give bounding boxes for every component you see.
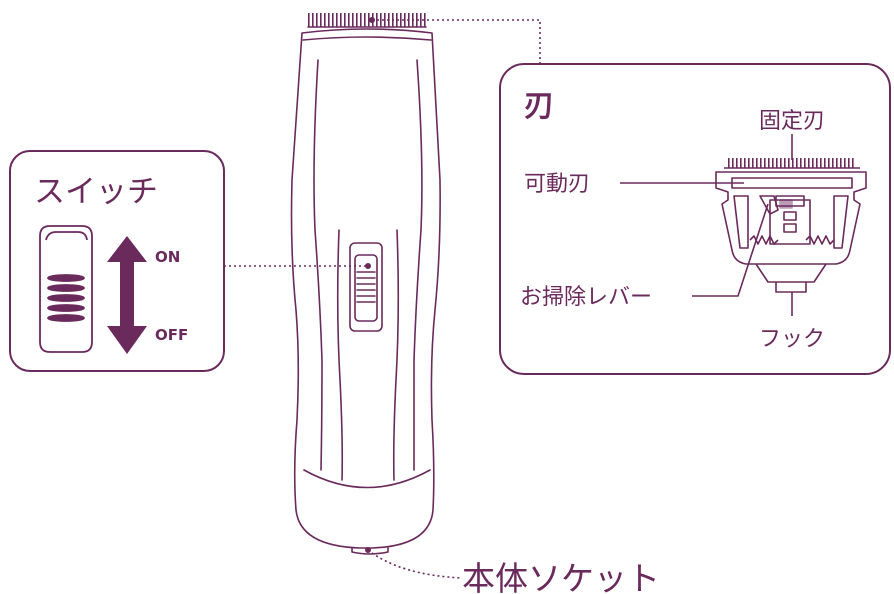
movable-blade-label: 可動刃	[524, 172, 590, 197]
blade-callout-title: 刃	[524, 89, 554, 124]
cleaning-lever-label: お掃除レバー	[520, 285, 652, 310]
socket-connector	[367, 549, 463, 579]
blade-leaders	[620, 134, 793, 316]
switch-callout-title: スイッチ	[34, 174, 158, 210]
body-socket-label: 本体ソケット	[462, 559, 660, 594]
blade-callout: 刃	[499, 63, 891, 375]
body-outline	[290, 28, 441, 549]
connectors	[224, 17, 541, 579]
blade-head-drawing	[715, 158, 867, 293]
on-label: ON	[155, 248, 180, 266]
cleaning-lever-leader	[692, 203, 769, 297]
inner-right-contour	[413, 59, 423, 471]
off-label: OFF	[155, 326, 188, 344]
blade-callout-box	[499, 63, 891, 375]
fixed-blade-label: 固定刃	[759, 109, 825, 134]
socket-outline	[351, 547, 389, 555]
lower-curve	[303, 469, 431, 489]
switch-connector-dot	[365, 263, 371, 269]
trimmer-body	[290, 13, 441, 555]
switch-drawing	[39, 225, 93, 353]
hook-label: フック	[759, 327, 825, 352]
on-off-arrow	[107, 236, 147, 354]
socket-connector-dot	[365, 547, 371, 553]
blade-connector	[372, 19, 541, 64]
body-blade	[307, 13, 427, 28]
blade-connector-dot	[369, 17, 375, 23]
inner-left-contour-2	[336, 229, 344, 481]
inner-right-contour-2	[392, 229, 400, 481]
body-switch	[349, 242, 383, 332]
inner-left-contour	[313, 59, 323, 471]
head-line	[302, 36, 432, 41]
switch-callout: スイッチ ON OFF	[9, 150, 225, 372]
